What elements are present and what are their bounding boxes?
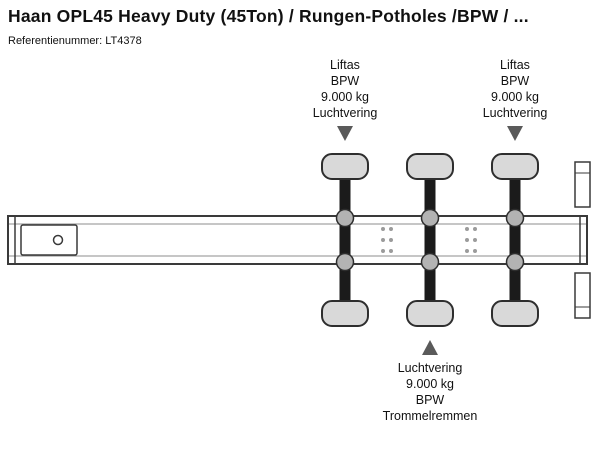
kingpin — [52, 234, 64, 246]
annotation-line: Liftas — [500, 58, 530, 72]
down-arrow-icon — [507, 126, 523, 141]
axle3-annotation: Liftas BPW 9.000 kg Luchtvering — [445, 57, 585, 141]
trailer-frame — [7, 215, 588, 265]
annotation-line: Liftas — [330, 58, 360, 72]
page-title: Haan OPL45 Heavy Duty (45Ton) / Rungen-P… — [8, 6, 529, 26]
annotation-line: 9.000 kg — [406, 377, 454, 391]
frame-bolt-holes — [381, 227, 477, 253]
down-arrow-icon — [337, 126, 353, 141]
rear-end-fittings — [574, 161, 591, 319]
annotation-line: BPW — [415, 393, 445, 407]
annotation-line: Luchtvering — [397, 361, 463, 375]
annotation-line: 9.000 kg — [321, 90, 369, 104]
annotation-line: Luchtvering — [482, 106, 548, 120]
annotation-line: BPW — [500, 74, 530, 88]
axle2-annotation: Luchtvering 9.000 kg BPW Trommelremmen — [350, 340, 510, 424]
annotation-line: Luchtvering — [312, 106, 378, 120]
axle1-annotation: Liftas BPW 9.000 kg Luchtvering — [275, 57, 415, 141]
annotation-line: 9.000 kg — [491, 90, 539, 104]
kingpin-plate — [20, 224, 78, 256]
reference-number: Referentienummer: LT4378 — [8, 35, 142, 47]
up-arrow-icon — [422, 340, 438, 355]
annotation-line: Trommelremmen — [382, 409, 478, 423]
annotation-line: BPW — [330, 74, 360, 88]
